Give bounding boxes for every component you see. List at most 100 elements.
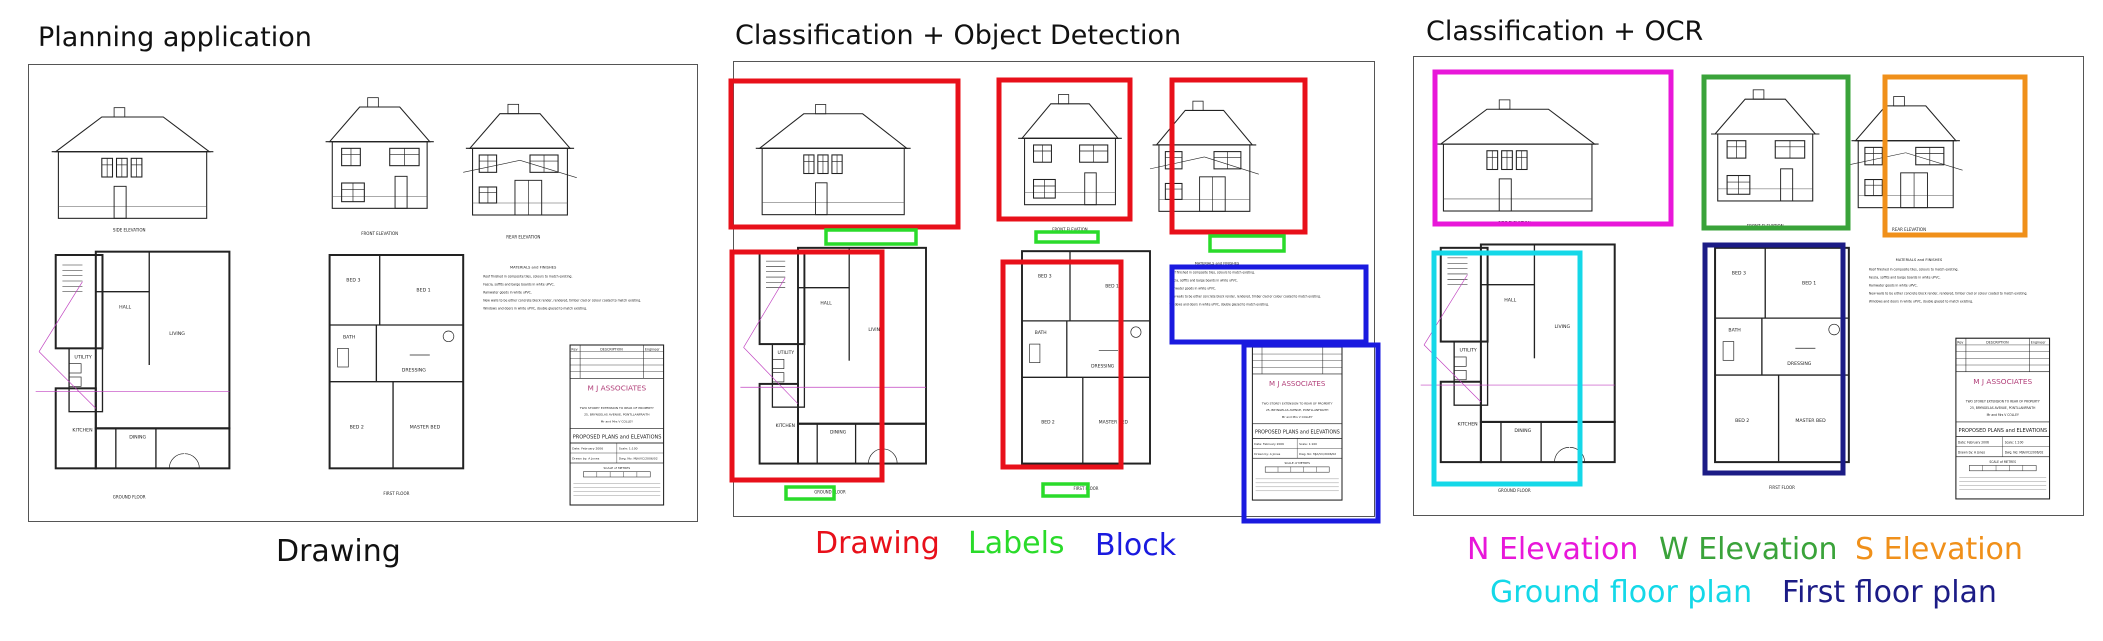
- elevation-label: REAR ELEVATION: [506, 234, 540, 239]
- room-label: LIVING: [169, 331, 185, 337]
- room-label: DINING: [830, 430, 847, 436]
- tb-drawn: Drawn by: A Jones: [572, 457, 600, 461]
- room-label: BED 2: [1041, 420, 1055, 426]
- tb-dwgno: Dwg. No: MJA/VC/2006/02: [1299, 452, 1336, 456]
- notes-line: Windows and doors in white uPVC, double …: [483, 307, 587, 311]
- caption-drawing: Drawing: [276, 534, 401, 569]
- notes-line: Rainwater goods in white uPVC.: [1869, 284, 1918, 288]
- room-label: BED 3: [346, 278, 360, 284]
- room-label: BED 1: [1105, 284, 1119, 290]
- tb-drawn: Drawn by: A Jones: [1254, 452, 1280, 456]
- plan-label: GROUND FLOOR: [814, 489, 846, 494]
- notes-line: Fascia, soffits and barge boards in whit…: [1169, 279, 1238, 283]
- room-label: MASTER BED: [410, 424, 441, 430]
- room-label: KITCHEN: [776, 423, 795, 429]
- notes-title: MATERIALS and FINISHES: [1195, 261, 1240, 265]
- elevation-label: SIDE ELEVATION: [113, 228, 146, 233]
- drawing-sheet-ocr: SIDE ELEVATION FRONT ELEVATION REAR ELEVAT…: [1413, 56, 2084, 516]
- notes-line: Roof finished in composite tiles, colour…: [1869, 268, 1959, 272]
- sheet-content: SIDE ELEVATION FRONT ELEVATION REAR ELEVAT…: [35, 97, 665, 506]
- elevation-label: SIDE ELEVATION: [1498, 220, 1531, 225]
- plan-label: FIRST FLOOR: [1769, 485, 1795, 490]
- drawing-sheet-planning: SIDE ELEVATION FRONT ELEVATION REAR ELEVAT…: [28, 64, 698, 522]
- room-label: KITCHEN: [1457, 421, 1478, 427]
- legend-n-elevation: N Elevation: [1467, 532, 1639, 567]
- tb-scale-bar: SCALE of METRES: [604, 466, 631, 470]
- room-label: DINING: [1514, 428, 1531, 434]
- room-label: DRESSING: [402, 368, 427, 374]
- tb-header: Rev: [571, 347, 577, 351]
- plan-label: GROUND FLOOR: [113, 494, 146, 499]
- room-label: DINING: [129, 434, 146, 440]
- room-label: BED 1: [416, 288, 430, 294]
- notes-line: Windows and doors in white uPVC, double …: [1169, 303, 1269, 307]
- room-label: UTILITY: [74, 354, 91, 360]
- legend-s-elevation: S Elevation: [1855, 532, 2023, 567]
- tb-scale: Scale: 1:100: [1299, 442, 1317, 446]
- tb-date: Date: February 2006: [1254, 442, 1284, 446]
- legend-first-floor-plan: First floor plan: [1782, 575, 1997, 610]
- room-label: HALL: [119, 304, 131, 310]
- notes-line: New walls to be either concrete block re…: [1169, 295, 1321, 299]
- notes-line: New walls to be either concrete block re…: [1869, 292, 2028, 296]
- room-label: BED 2: [350, 424, 364, 430]
- room-label: BED 3: [1732, 271, 1746, 277]
- tb-header: Rev: [1957, 341, 1963, 345]
- room-label: UTILITY: [1459, 348, 1476, 354]
- tb-scale: Scale: 1:100: [2005, 440, 2024, 444]
- tb-drawing-title: PROPOSED PLANS and ELEVATIONS: [573, 434, 662, 440]
- room-label: KITCHEN: [72, 428, 93, 434]
- room-label: LIVING: [868, 327, 883, 333]
- room-label: LIVING: [1554, 324, 1570, 330]
- room-label: BATH: [1728, 328, 1741, 334]
- legend-block: Block: [1095, 528, 1177, 563]
- room-label: HALL: [1504, 297, 1516, 303]
- room-label: DRESSING: [1787, 361, 1812, 367]
- tb-client: Mr and Mrs V COLLEY: [601, 419, 633, 423]
- elevation-label: FRONT ELEVATION: [361, 231, 398, 236]
- notes-line: Rainwater goods in white uPVC.: [483, 291, 532, 295]
- elevation-label: FRONT ELEVATION: [1747, 224, 1784, 229]
- elevation-label: SIDE ELEVATION: [814, 224, 845, 229]
- tb-scale-bar: SCALE of METRES: [1284, 461, 1310, 465]
- notes-line: Windows and doors in white uPVC, double …: [1869, 300, 1973, 304]
- panel-title-object-detection: Classification + Object Detection: [735, 20, 1182, 51]
- sheet-drawing: SIDE ELEVATION FRONT ELEVATION REAR ELEVAT…: [1420, 89, 2051, 500]
- tb-client: Mr and Mrs V COLLEY: [1987, 413, 2019, 417]
- tb-date: Date: February 2006: [1958, 440, 1989, 444]
- tb-drawing-title: PROPOSED PLANS and ELEVATIONS: [1255, 430, 1340, 436]
- legend-w-elevation: W Elevation: [1659, 532, 1838, 567]
- notes-line: Roof finished in composite tiles, colour…: [1169, 271, 1255, 275]
- tb-client: Mr and Mrs V COLLEY: [1282, 415, 1313, 419]
- sheet-content: SIDE ELEVATION FRONT ELEVATION REAR ELEVAT…: [1420, 89, 2051, 500]
- tb-company: M J ASSOCIATES: [587, 383, 646, 392]
- elevation-label: REAR ELEVATION: [1892, 227, 1926, 232]
- sheet-drawing: SIDE ELEVATION FRONT ELEVATION REAR ELEVAT…: [35, 97, 665, 506]
- room-label: BED 2: [1735, 418, 1749, 424]
- panel-title-ocr: Classification + OCR: [1426, 16, 1704, 47]
- room-label: BED 3: [1038, 274, 1052, 280]
- tb-header: Engineer: [1324, 343, 1339, 347]
- tb-project: TWO STOREY EXTENSION TO REAR OF PROPERTY: [579, 406, 654, 410]
- notes-title: MATERIALS and FINISHES: [510, 265, 557, 269]
- tb-header: DESCRIPTION: [1986, 341, 2009, 345]
- tb-address: 25, BRYNGELAS AVENUE, PONTLLANFRAITH: [1970, 406, 2035, 410]
- notes-line: Fascia, soffits and barge boards in whit…: [1869, 276, 1941, 280]
- room-label: BED 1: [1802, 281, 1816, 287]
- plan-label: GROUND FLOOR: [1498, 488, 1531, 493]
- tb-scale: Scale: 1:100: [619, 447, 638, 451]
- room-label: HALL: [820, 300, 832, 306]
- room-label: BATH: [343, 334, 356, 340]
- tb-header: DESCRIPTION: [1281, 343, 1303, 347]
- tb-drawing-title: PROPOSED PLANS and ELEVATIONS: [1959, 428, 2048, 434]
- plan-label: FIRST FLOOR: [1074, 486, 1099, 491]
- tb-header: Rev: [1254, 343, 1260, 347]
- notes-line: Rainwater goods in white uPVC.: [1169, 287, 1216, 291]
- notes-line: New walls to be either concrete block re…: [483, 299, 641, 303]
- panel-title-planning: Planning application: [38, 22, 312, 53]
- room-label: BATH: [1035, 330, 1047, 336]
- room-label: MASTER BED: [1795, 418, 1826, 424]
